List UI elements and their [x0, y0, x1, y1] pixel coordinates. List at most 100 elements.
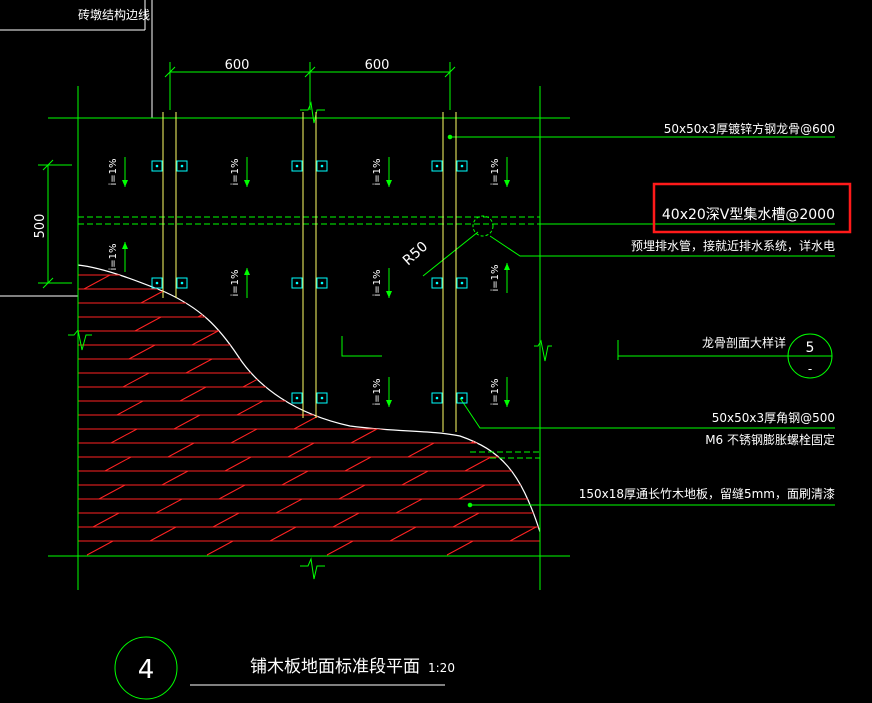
plank-joint: [122, 372, 150, 388]
border-label: 砖墩结构边线: [78, 7, 150, 22]
plank-joint: [110, 428, 138, 444]
plank-joint: [134, 316, 162, 332]
slope-arrowhead: [504, 180, 510, 187]
bolt-dot: [460, 281, 464, 285]
callout-trough: 40x20深V型集水槽@2000: [662, 206, 835, 223]
plank-joint: [230, 428, 258, 444]
plank-joint: [431, 330, 459, 346]
plank-joint: [464, 456, 492, 472]
plank-joint: [248, 344, 276, 360]
callout-drain-pipe: 预埋排水管，接就近排水系统，详水电: [631, 238, 835, 253]
bolt-dot: [320, 281, 324, 285]
plank-joint: [281, 470, 309, 486]
plank-joint: [86, 540, 114, 556]
dim-600-right: 600: [365, 58, 390, 73]
slope-label: i=1%: [372, 378, 383, 405]
bolt-dot: [155, 164, 159, 168]
plank-joint: [323, 274, 351, 290]
bolt-dot: [435, 164, 439, 168]
plank-joint: [260, 288, 288, 304]
plank-joint: [191, 330, 219, 346]
anchor-plate: [291, 160, 303, 172]
plank-joint: [470, 428, 498, 444]
slope-arrowhead: [244, 268, 250, 275]
plank-joint: [332, 512, 360, 528]
plank-joint: [155, 498, 183, 514]
bolt-dot: [155, 281, 159, 285]
drawing-scale: 1:20: [428, 661, 455, 675]
plank-joint: [197, 302, 225, 318]
anchor-plate: [316, 392, 328, 404]
bolt-dot: [295, 164, 299, 168]
bolt-dot: [435, 281, 439, 285]
bolt-dot: [320, 164, 324, 168]
slope-arrowhead: [244, 180, 250, 187]
plank-joint: [185, 358, 213, 374]
slope-label: i=1%: [372, 158, 383, 185]
anchor-plate: [151, 160, 163, 172]
callout-floor: 150x18厚通长竹木地板，留缝5mm，面刷清漆: [579, 486, 835, 501]
plank-joint: [338, 484, 366, 500]
slope-label: i=1%: [230, 269, 241, 296]
slope-label: i=1%: [230, 158, 241, 185]
drawing-number: 4: [138, 655, 155, 685]
plank-joint: [395, 498, 423, 514]
slope-label: i=1%: [108, 158, 119, 185]
bolt-dot: [180, 164, 184, 168]
plank-joint: [488, 344, 516, 360]
plank-joint: [128, 344, 156, 360]
plank-joint: [407, 442, 435, 458]
plank-joint: [116, 400, 144, 416]
callout-bolt: M6 不锈钢膨胀螺栓固定: [705, 432, 835, 447]
plank-joint: [269, 526, 297, 542]
plank-joint: [275, 498, 303, 514]
slope-arrowhead: [122, 242, 128, 249]
plank-joint: [149, 526, 177, 542]
plank-joint: [317, 302, 345, 318]
plank-joint: [380, 288, 408, 304]
plank-joint: [104, 456, 132, 472]
bolt-dot: [295, 281, 299, 285]
detail-number: 5: [806, 340, 815, 356]
bolt-dot: [460, 396, 464, 400]
plank-joint: [206, 540, 234, 556]
anchor-plate: [151, 277, 163, 289]
callout-keel: 50x50x3厚镀锌方钢龙骨@600: [664, 121, 835, 136]
anchor-plate: [316, 277, 328, 289]
plank-joint: [425, 358, 453, 374]
plank-joint: [326, 540, 354, 556]
plank-joint: [509, 526, 537, 542]
anchor-plate: [291, 277, 303, 289]
plank-joint: [389, 526, 417, 542]
wood-floor-hatch: [77, 264, 541, 556]
plank-joint: [350, 428, 378, 444]
anchor-plate: [456, 277, 468, 289]
plank-joint: [173, 414, 201, 430]
slope-arrowhead: [504, 263, 510, 270]
plank-joint: [494, 316, 522, 332]
plank-joint: [218, 484, 246, 500]
anchor-plates: [151, 160, 468, 404]
plank-joint: [212, 512, 240, 528]
dim-600-left: 600: [225, 58, 250, 73]
anchor-plate: [456, 160, 468, 172]
slope-label: i=1%: [490, 378, 501, 405]
bolt-dot: [320, 396, 324, 400]
structure-lines: [38, 62, 835, 700]
plank-joint: [344, 456, 372, 472]
anchor-plate: [456, 392, 468, 404]
slope-label: i=1%: [490, 158, 501, 185]
plank-joint: [437, 302, 465, 318]
plank-joint: [203, 274, 231, 290]
plank-joint: [452, 512, 480, 528]
anchor-plate: [176, 277, 188, 289]
anchor-plate: [431, 277, 443, 289]
plank-joint: [224, 456, 252, 472]
frame-lines: [0, 0, 445, 686]
slope-label: i=1%: [490, 264, 501, 291]
plank-joint: [287, 442, 315, 458]
plank-joint: [161, 470, 189, 486]
plank-joint: [374, 316, 402, 332]
anchor-plate: [316, 160, 328, 172]
